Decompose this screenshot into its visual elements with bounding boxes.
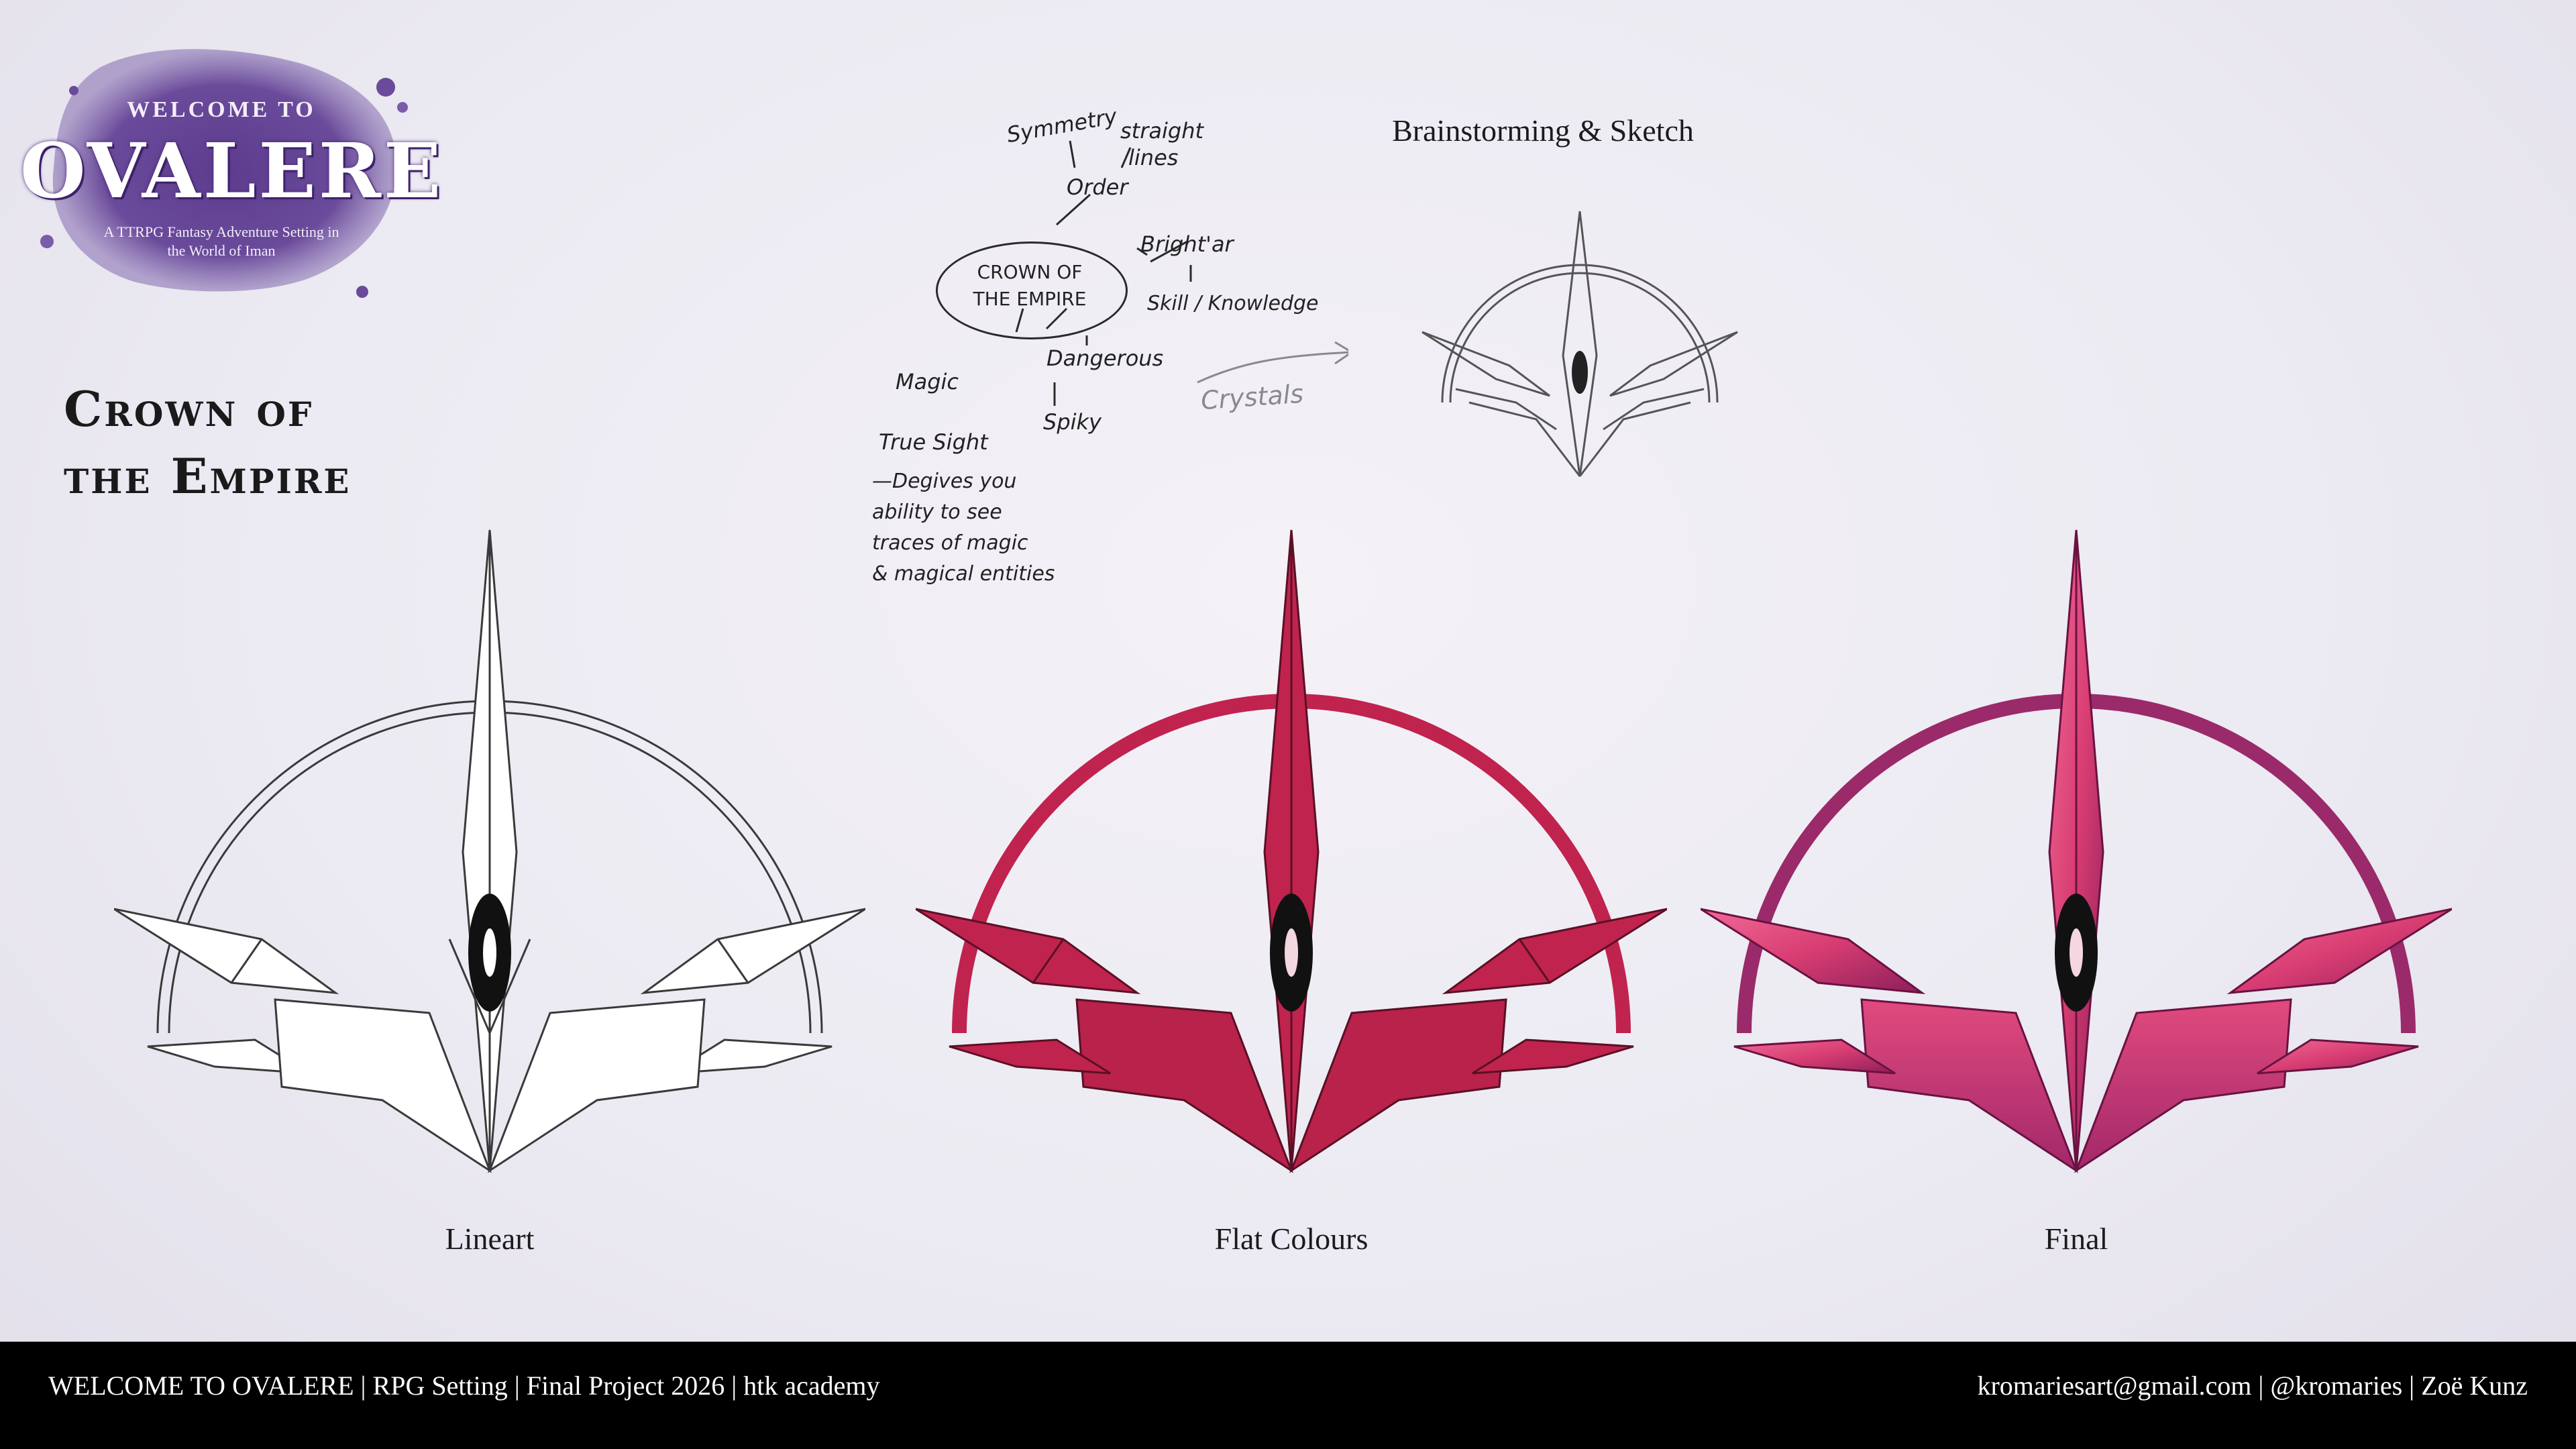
logo-subtitle-line2: the World of Iman (167, 242, 276, 259)
note-true-sight: True Sight (879, 429, 988, 455)
note-spiky: Spiky (1043, 409, 1102, 435)
logo-subtitle-line1: A TTRPG Fantasy Adventure Setting in (103, 223, 339, 240)
mindmap-center-line2: THE EMPIRE (973, 288, 1087, 310)
mindmap-center-bubble (936, 241, 1128, 339)
note-order: Order (1067, 174, 1128, 200)
ink-splash-icon (40, 49, 408, 298)
page-title-line2: the Empire (64, 447, 352, 504)
note-skill: Skill / Knowledge (1147, 292, 1319, 315)
footer-bar: WELCOME TO OVALERE | RPG Setting | Final… (0, 1342, 2576, 1449)
note-magic: Magic (896, 369, 959, 394)
ovalere-logo: WELCOME TO OVALERE A TTRPG Fantasy Adven… (20, 27, 444, 309)
mindmap-center-text: CROWN OF THE EMPIRE (939, 259, 1120, 313)
note-straight-line1: straight (1120, 118, 1204, 144)
mindmap-connectors-icon (1015, 140, 1348, 406)
brainstorm-mindmap: CROWN OF THE EMPIRE Symmetry straight li… (865, 101, 1348, 610)
note-description: —Degives you ability to see traces of ma… (872, 466, 1055, 590)
crown-flat-colours-icon (916, 529, 1667, 1173)
note-straight-line2: lines (1128, 145, 1179, 170)
page-title: Crown of the Empire (64, 376, 439, 510)
logo-brand-text: OVALERE (20, 127, 444, 215)
page-title-line1: Crown of (64, 380, 314, 437)
logo-welcome-text: WELCOME TO (127, 97, 316, 122)
sketch-heading: Brainstorming & Sketch (1392, 113, 1694, 148)
note-description-line1: —Degives you (872, 470, 1017, 493)
footer-project-info: WELCOME TO OVALERE | RPG Setting | Final… (48, 1371, 880, 1401)
note-description-line4: & magical entities (872, 562, 1055, 586)
note-bright-ar: Bright'ar (1140, 231, 1234, 257)
caption-lineart: Lineart (445, 1222, 535, 1256)
note-dangerous: Dangerous (1046, 345, 1164, 371)
note-description-line3: traces of magic (872, 531, 1028, 555)
logo-subtitle: A TTRPG Fantasy Adventure Setting in the… (94, 223, 349, 260)
caption-final: Final (2044, 1222, 2108, 1256)
crown-final-icon (1701, 529, 2452, 1173)
caption-flat-colours: Flat Colours (1214, 1222, 1368, 1256)
mindmap-center-line1: CROWN OF (977, 261, 1083, 283)
note-description-line2: ability to see (872, 500, 1002, 524)
footer-contact-info: kromariesart@gmail.com | @kromaries | Zo… (1977, 1371, 2528, 1401)
crown-sketch-icon (1421, 211, 1738, 477)
note-straight: straight lines (1120, 117, 1203, 171)
crown-lineart-icon (114, 529, 865, 1173)
